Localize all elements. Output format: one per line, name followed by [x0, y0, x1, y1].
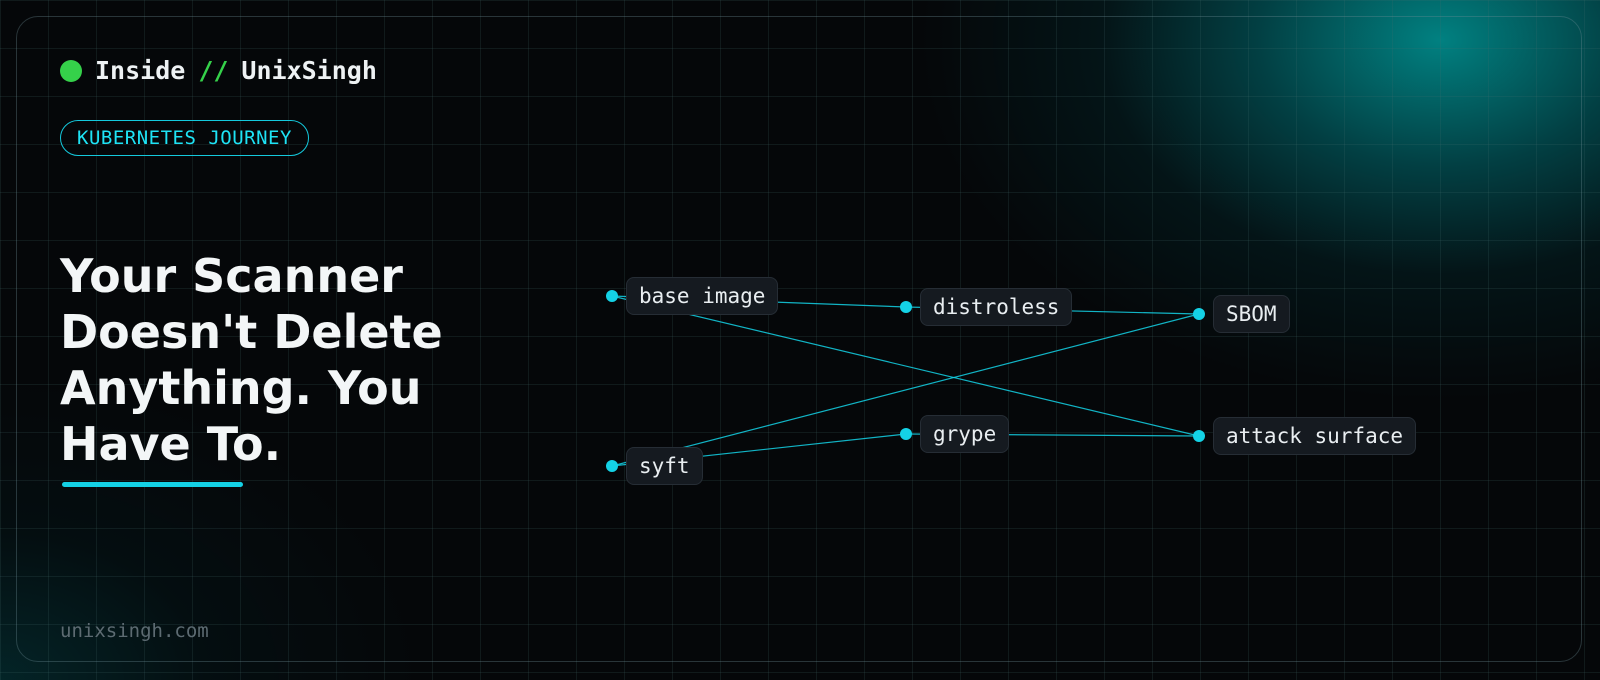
footer-url: unixsingh.com — [60, 620, 209, 642]
node-grype: grype — [920, 415, 1010, 453]
brand-separator: // — [198, 56, 229, 85]
node-syft: syft — [626, 447, 703, 485]
card-frame — [16, 16, 1582, 662]
status-dot-icon — [60, 59, 82, 82]
node-dot-syft — [606, 460, 618, 472]
node-sbom: SBOM — [1213, 295, 1290, 333]
headline-underline — [62, 482, 243, 487]
brand-name: Inside — [95, 56, 186, 85]
headline: Your Scanner Doesn't Delete Anything. Yo… — [60, 249, 443, 471]
node-dot-attack-surface — [1193, 430, 1205, 442]
node-dot-distroless — [900, 301, 912, 313]
node-dot-sbom — [1193, 308, 1205, 320]
edge-syft-to-sbom — [611, 313, 1200, 467]
edge-base-image-to-attack-surface — [611, 295, 1200, 437]
node-attack-surface: attack surface — [1213, 417, 1417, 455]
node-distroless: distroless — [920, 288, 1073, 326]
series-tag: KUBERNETES JOURNEY — [60, 120, 309, 156]
brand-header: Inside // UnixSingh — [60, 56, 377, 85]
node-base-image: base image — [626, 277, 779, 315]
node-dot-base-image — [606, 290, 618, 302]
node-dot-grype — [900, 428, 912, 440]
brand-author: UnixSingh — [241, 56, 377, 85]
